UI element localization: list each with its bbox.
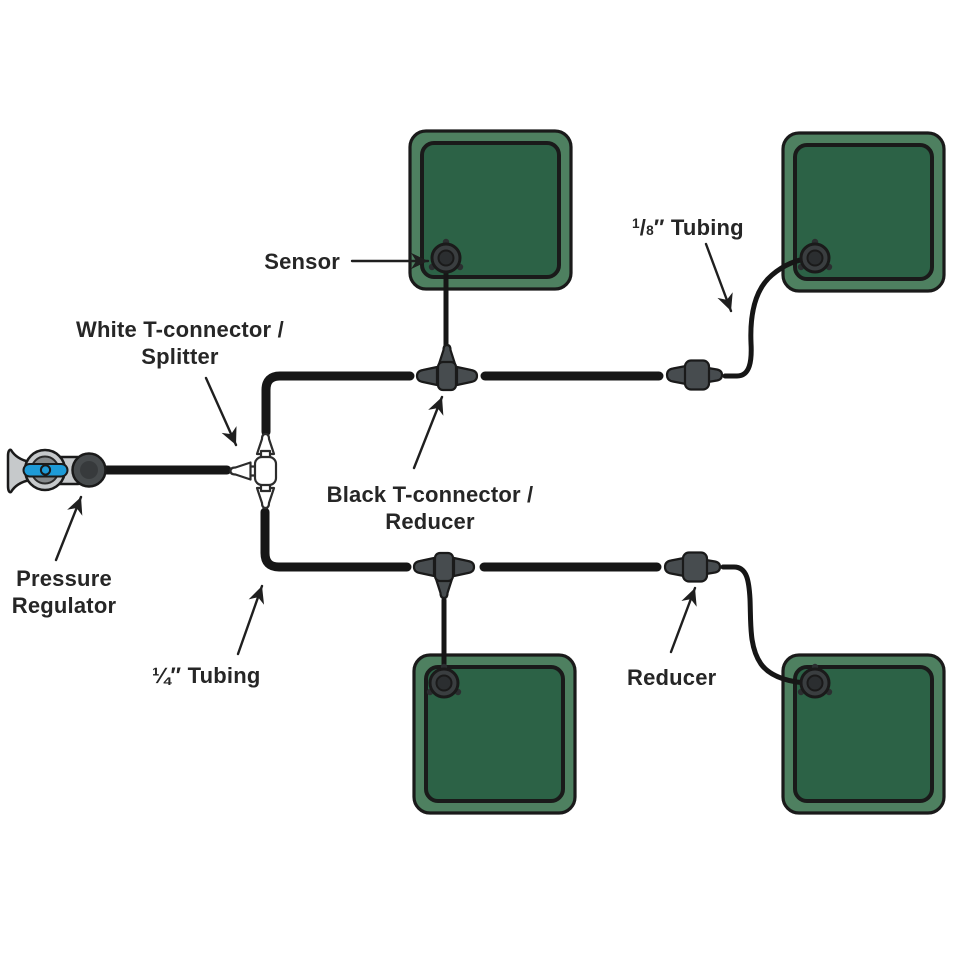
pressure-regulator-arrow <box>54 495 83 562</box>
eighth-tubing-numerator: 1 <box>632 216 640 231</box>
eighth-tubing-slash: / <box>639 214 647 240</box>
tube-lower-left <box>260 507 412 572</box>
black-t-connector-upper <box>415 343 479 392</box>
tube-sensor-bottom-right <box>720 564 814 686</box>
eighth-tubing-label: 1/8″ Tubing <box>632 210 744 244</box>
black-t-label-line2: Reducer <box>385 509 475 534</box>
tube-sensor-top-right <box>722 255 815 379</box>
white-t-connector <box>229 432 278 510</box>
eighth-tubing-text: ″ Tubing <box>653 214 744 240</box>
black-t-connector-lower <box>412 551 476 600</box>
tube-upper-left <box>261 371 415 437</box>
pressure-regulator-label: Pressure Regulator <box>0 565 128 619</box>
reducer-label: Reducer <box>627 665 717 690</box>
white-t-connector-label: White T-connector / Splitter <box>64 316 296 370</box>
black-t-label-line1: Black T-connector / <box>326 482 534 507</box>
quarter-tubing-arrow <box>236 584 265 656</box>
pressure-regulator-label-line2: Regulator <box>11 593 117 618</box>
reducer-upper <box>665 359 724 391</box>
eighth-tubing-arrow <box>704 242 733 313</box>
pressure-regulator <box>6 448 107 494</box>
pressure-regulator-label-line1: Pressure <box>16 566 112 591</box>
sensor-label: Sensor <box>264 249 340 274</box>
quarter-tubing-label: ¼″ Tubing <box>152 663 261 688</box>
reducer-lower <box>663 551 722 583</box>
white-t-label-line1: White T-connector / <box>76 317 284 342</box>
white-t-label-line2: Splitter <box>141 344 219 369</box>
black-t-connector-label: Black T-connector / Reducer <box>314 481 546 535</box>
white-t-arrow <box>204 376 238 447</box>
regulator-handle <box>22 463 69 478</box>
eighth-tubing-denominator: 8 <box>646 223 654 239</box>
black-t-arrow <box>412 395 444 470</box>
reducer-arrow <box>669 586 697 654</box>
